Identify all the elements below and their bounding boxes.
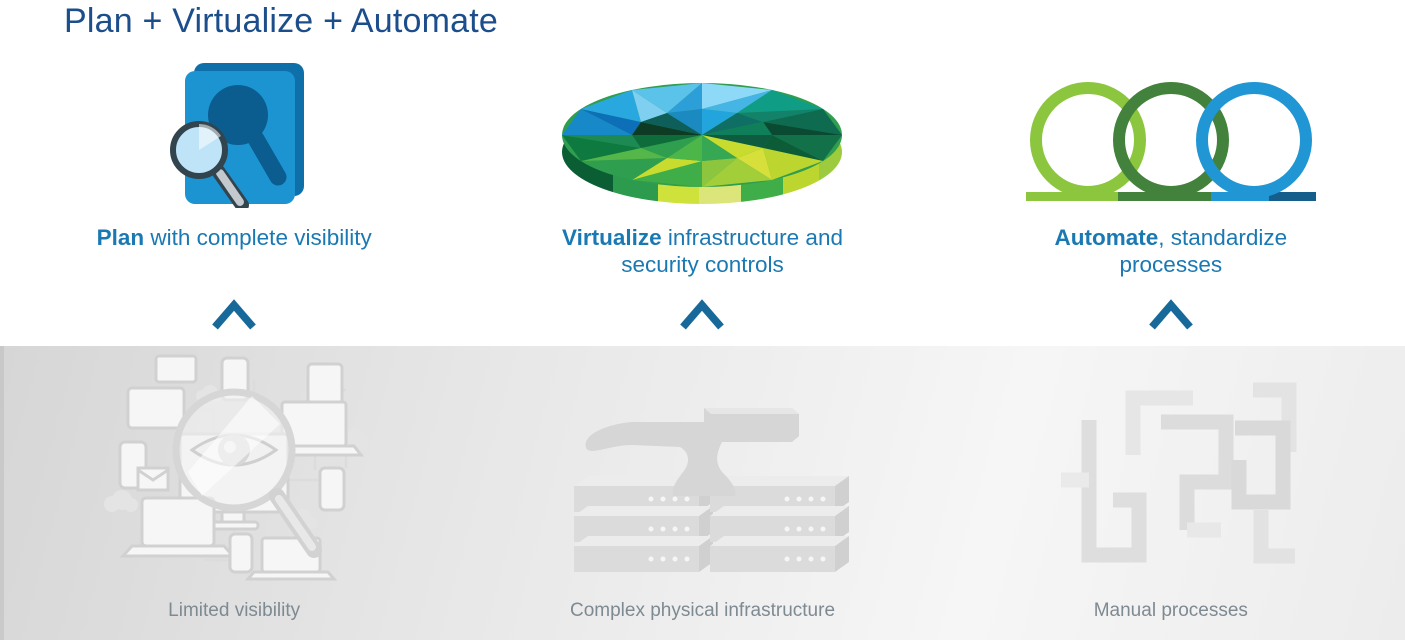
column-virtualize: Virtualize infrastructure and security c…: [468, 56, 936, 279]
bottom-col-manual-processes: Manual processes: [937, 346, 1405, 640]
caption-limited-visibility: Limited visibility: [168, 600, 301, 621]
manual-processes-maze-illustration: [1060, 382, 1297, 564]
limited-visibility-devices-illustration: [104, 354, 370, 581]
servers-anvil-illustration: [574, 408, 850, 572]
plan-label: Plan with complete visibility: [96, 225, 372, 250]
virtualize-mosaic-disc-icon: [562, 83, 843, 204]
top-row: Plan with complete visibility: [0, 56, 1405, 279]
chevron-up-icon: [680, 299, 725, 330]
chevron-up-icon: [1148, 299, 1193, 330]
bottom-col-limited-visibility: Limited visibility: [0, 346, 468, 640]
plan-book-magnifier-icon: [170, 63, 305, 208]
automate-label: Automate, standardize processes: [1054, 225, 1288, 278]
virtualize-label: Virtualize infrastructure and security c…: [562, 225, 843, 278]
column-plan: Plan with complete visibility: [0, 56, 468, 279]
column-automate: Automate, standardize processes: [937, 56, 1405, 279]
caption-physical-infrastructure: Complex physical infrastructure: [569, 600, 836, 621]
chevron-row: [0, 299, 1405, 331]
bottom-col-physical-infrastructure: Complex physical infrastructure: [468, 346, 936, 640]
page-title: Plan + Virtualize + Automate: [64, 2, 499, 40]
chevron-up-icon: [212, 299, 256, 330]
caption-manual-processes: Manual processes: [1093, 600, 1248, 621]
legacy-state-band: Limited visibility: [0, 346, 1405, 640]
automate-loops-icon: [1025, 82, 1316, 201]
